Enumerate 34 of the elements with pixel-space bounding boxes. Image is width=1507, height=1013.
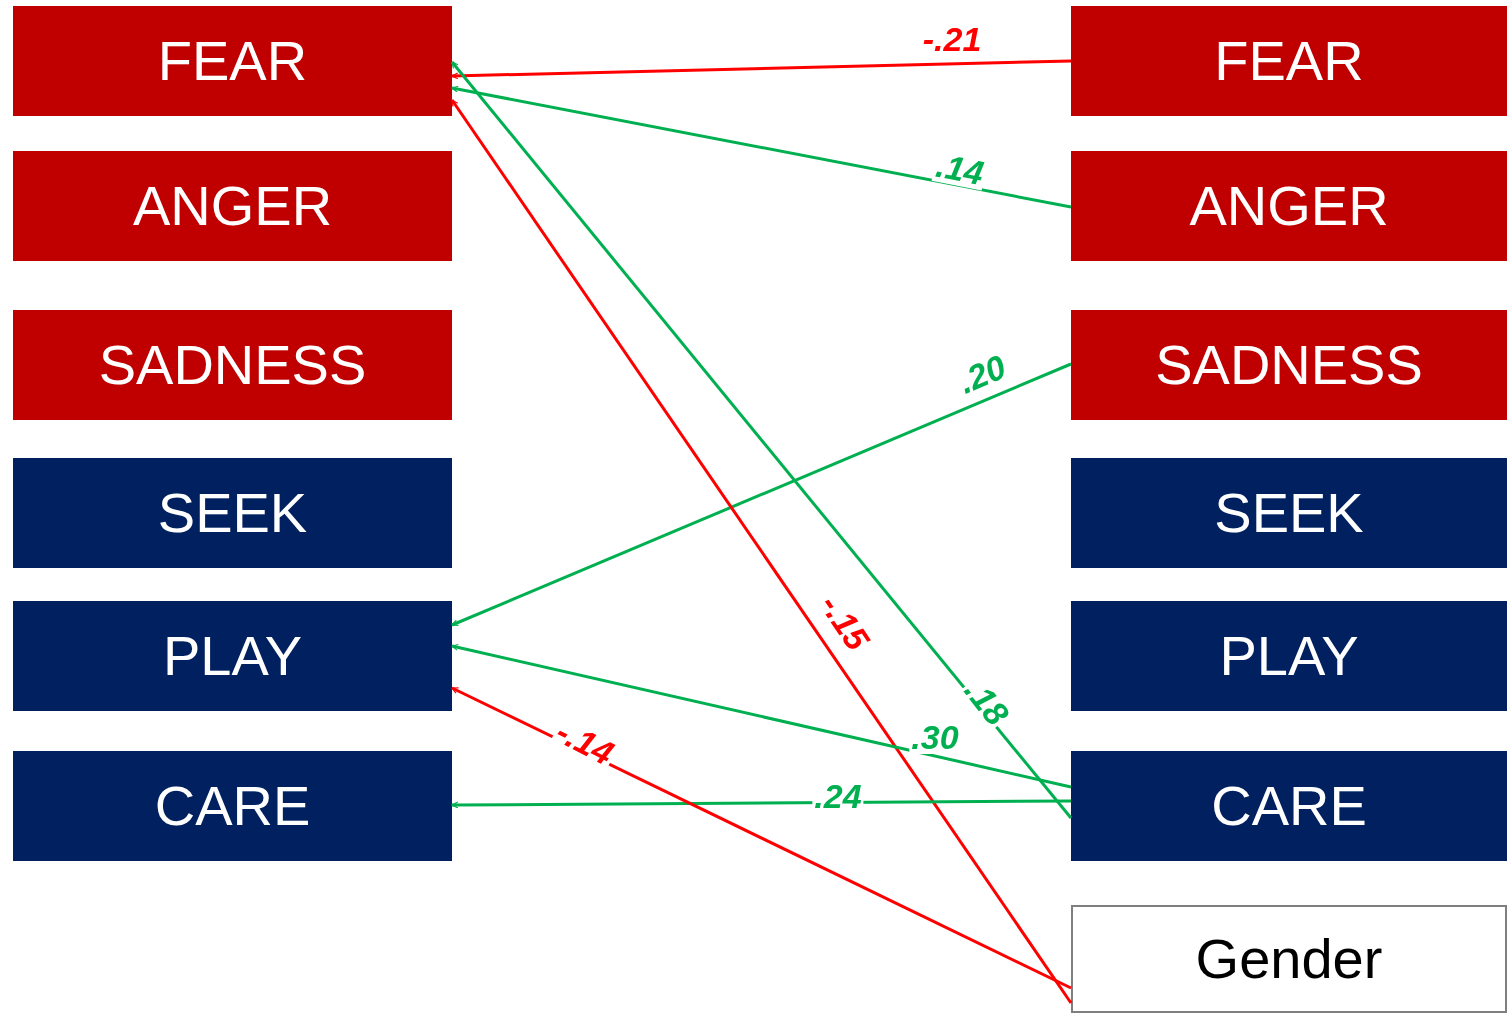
box-label: CARE [1211, 778, 1367, 834]
emotion-box [13, 601, 452, 711]
emotion-box [13, 6, 452, 116]
emotion-box [13, 151, 452, 261]
box-label: SADNESS [1155, 337, 1423, 393]
box-label: FEAR [1214, 33, 1364, 89]
arrow [451, 799, 1071, 809]
box-label: ANGER [132, 178, 333, 234]
arrow [450, 61, 1073, 819]
arrow [451, 85, 1072, 209]
emotion-box [13, 310, 452, 420]
arrow [451, 643, 1072, 789]
box-label: SADNESS [98, 337, 367, 393]
box-label: FEAR [157, 33, 308, 89]
arrow [451, 59, 1072, 80]
emotion-box [1071, 310, 1507, 420]
box-label: SEEK [157, 485, 308, 541]
box-label: ANGER [1189, 178, 1389, 234]
emotion-box [1071, 601, 1507, 711]
emotion-box [1071, 458, 1507, 568]
emotion-box [13, 751, 452, 861]
emotion-box [13, 458, 452, 568]
box-label: PLAY [162, 628, 302, 684]
box-label: CARE [154, 778, 311, 834]
emotion-box [1071, 751, 1507, 861]
box-label: SEEK [1214, 485, 1364, 541]
arrow [451, 362, 1072, 627]
emotion-box [1071, 151, 1507, 261]
arrow [451, 686, 1072, 990]
arrow [450, 99, 1073, 1004]
box-label: Gender [1195, 931, 1383, 987]
variable-box [1071, 905, 1507, 1013]
emotion-box [1071, 6, 1507, 116]
box-label: PLAY [1219, 628, 1359, 684]
